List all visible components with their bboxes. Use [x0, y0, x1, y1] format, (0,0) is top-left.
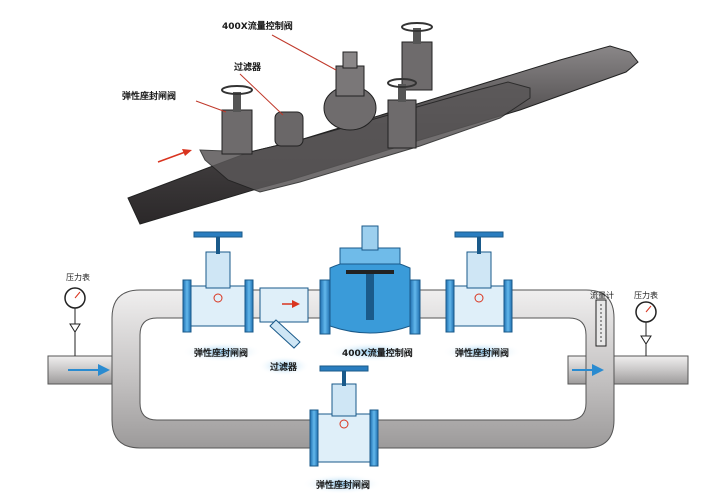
label-shadow-filter [258, 356, 310, 376]
flow-control-valve [319, 225, 421, 335]
flow-arrow-outlet [572, 364, 604, 376]
label-gate-valve-3d: 弹性座封闸阀 [122, 90, 176, 102]
gate-valve-1 [182, 231, 254, 333]
filter-3d [274, 111, 304, 147]
label-pressure-gauge-left: 压力表 [66, 272, 90, 282]
flow-meter [595, 299, 607, 347]
label-shadow-gate-valve-1 [182, 342, 262, 362]
gate-valve-bypass [309, 365, 379, 467]
label-shadow-flow-control [328, 342, 416, 362]
label-shadow-bypass [302, 474, 382, 494]
flow-arrow-inlet [68, 364, 110, 376]
label-flow-control-valve: 400X流量控制阀 [342, 347, 413, 359]
label-pressure-gauge-right: 压力表 [634, 290, 658, 300]
pressure-gauge-left [64, 287, 86, 356]
callout-line-flow-control [271, 34, 337, 71]
schematic-view: 压力表 压力表 流量计 弹性座封闸阀 过滤器 400X流量控制阀 弹性座封闸阀 … [47, 225, 689, 494]
gate-valve-3d-bypass [387, 78, 417, 149]
label-shadow-gate-valve-2 [442, 342, 522, 362]
label-gate-valve-1: 弹性座封闸阀 [194, 347, 248, 359]
label-gate-valve-2: 弹性座封闸阀 [455, 347, 509, 359]
gate-valve-2 [445, 231, 513, 333]
gate-valve-3d-right [401, 22, 433, 91]
label-gate-valve-bypass: 弹性座封闸阀 [316, 479, 370, 491]
pressure-gauge-right [635, 301, 657, 356]
label-flow-control-valve-3d: 400X流量控制阀 [222, 20, 293, 32]
flow-control-valve-3d [323, 51, 377, 131]
flow-direction-arrow-red [157, 149, 192, 163]
label-filter-3d: 过滤器 [234, 61, 262, 73]
callout-line-filter [239, 73, 284, 116]
top-3d-view: 400X流量控制阀 过滤器 弹性座封闸阀 [122, 20, 639, 225]
label-flow-meter: 流量计 [590, 290, 614, 300]
gate-valve-3d-left [221, 85, 253, 155]
y-strainer [259, 287, 309, 349]
bypass-pipe-3d [199, 81, 531, 193]
label-filter: 过滤器 [270, 361, 298, 373]
callout-line-gate-valve [195, 100, 227, 113]
